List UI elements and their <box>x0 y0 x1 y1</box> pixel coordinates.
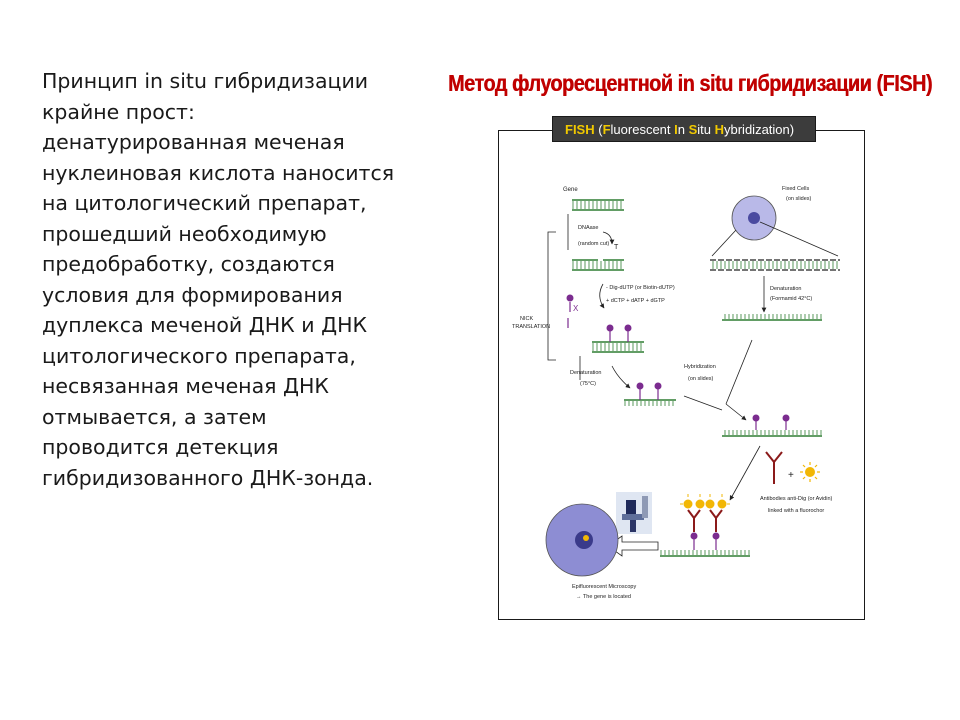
slide-title: Метод флуоресцентной in situ гибридизаци… <box>448 70 932 96</box>
banner-letter: S <box>688 122 698 137</box>
label-hybrid-2: (on slides) <box>688 376 714 382</box>
body-text-line: гибридизованного ДНК-зонда. <box>42 465 374 490</box>
fixed-cell <box>731 195 777 241</box>
arrow <box>729 445 761 501</box>
zoom-line <box>711 229 737 257</box>
arrow <box>725 339 753 405</box>
body-text-line: отмывается, а затем <box>42 404 267 429</box>
body-text-line: предобработку, создаются <box>42 252 335 276</box>
label-fixed-cells-2: (on slides) <box>786 196 812 202</box>
banner-letter: I <box>674 122 678 137</box>
antibody-icon <box>765 451 783 484</box>
gene-dna <box>572 199 624 211</box>
label-denat-left-1: Denaturation <box>570 370 602 376</box>
label-epi-2: → The gene is located <box>576 594 631 600</box>
label-gene: Gene <box>563 187 578 193</box>
body-text-line: денатурированная меченая <box>42 130 345 154</box>
fluorochrome-icon <box>800 462 820 482</box>
labelled-probe-dna <box>592 324 644 353</box>
nicked-dna <box>572 259 624 271</box>
label-hybrid-1: Hybridization <box>684 364 716 370</box>
banner-fish: FISH <box>565 122 595 137</box>
body-text-line: на цитологический препарат, <box>42 191 367 215</box>
free-probe-markers: X <box>566 294 579 328</box>
chromosomal-dna <box>710 259 840 271</box>
label-dctp: + dCTP + dATP + dGTP <box>606 298 665 304</box>
body-text-line: условия для формирования <box>42 282 343 307</box>
hybrid-dna <box>722 414 822 437</box>
body-text-line: прошедший необходимую <box>42 221 327 246</box>
label-denat-right-2: (Formamid 42°C) <box>770 296 812 302</box>
single-strand-probe <box>624 382 676 406</box>
body-text-line: нуклеиновая кислота наносится <box>42 160 395 185</box>
fish-banner: FISH (Fluorescent In Situ Hybridization) <box>552 116 816 142</box>
microscope-icon <box>616 492 652 534</box>
label-nick: NICK <box>520 316 533 322</box>
body-text-line: крайне прост: <box>42 99 195 124</box>
nick-mark: T <box>614 244 619 251</box>
label-dnase: DNAase <box>578 225 598 231</box>
label-random-cut: (random cut) <box>578 241 609 247</box>
label-denat-right-1: Denaturation <box>770 286 802 292</box>
nick-arrow <box>602 231 615 245</box>
body-text-line: дуплекса меченой ДНК и ДНК <box>42 313 368 337</box>
label-antibodies-2: linked with a fluorochor <box>768 508 824 514</box>
arrow <box>683 395 723 411</box>
label-dig-dutp: - Dig-dUTP (or Biotin-dUTP) <box>606 285 675 291</box>
label-denat-left-2: (75°C) <box>580 381 596 387</box>
body-text-line: Принцип in situ гибридизации <box>42 69 369 93</box>
incorporation-arrow <box>599 283 605 309</box>
label-antibodies-1: Antibodies anti-Dig (or Avidin) <box>760 496 833 502</box>
located-cell <box>545 503 619 577</box>
banner-letter: F <box>602 122 611 137</box>
body-text: Принцип in situ гибридизации крайне прос… <box>42 66 422 493</box>
body-text-line: проводится детекция <box>42 435 279 459</box>
arrow <box>725 403 747 421</box>
zoom-line <box>759 221 839 257</box>
denat-arrow <box>611 365 631 389</box>
banner-text: luorescent <box>610 122 675 137</box>
banner-text: ybridization) <box>724 122 795 137</box>
banner-text: itu <box>697 122 715 137</box>
banner-text: ( <box>594 122 603 137</box>
svg-text:X: X <box>573 304 579 313</box>
detected-complex <box>660 494 750 557</box>
banner-letter: H <box>714 122 724 137</box>
denatured-target <box>722 314 822 321</box>
banner-text: n <box>677 122 689 137</box>
label-translation: TRANSLATION <box>512 324 550 330</box>
label-epi-1: Epifluorescent Microscopy <box>572 584 636 590</box>
nick-bracket <box>547 231 556 361</box>
plus-sign: + <box>788 470 794 481</box>
body-text-line: цитологического препарата, <box>42 343 356 368</box>
label-fixed-cells-1: Fixed Cells <box>782 186 809 192</box>
body-text-line: несвязанная меченая ДНК <box>42 374 329 398</box>
